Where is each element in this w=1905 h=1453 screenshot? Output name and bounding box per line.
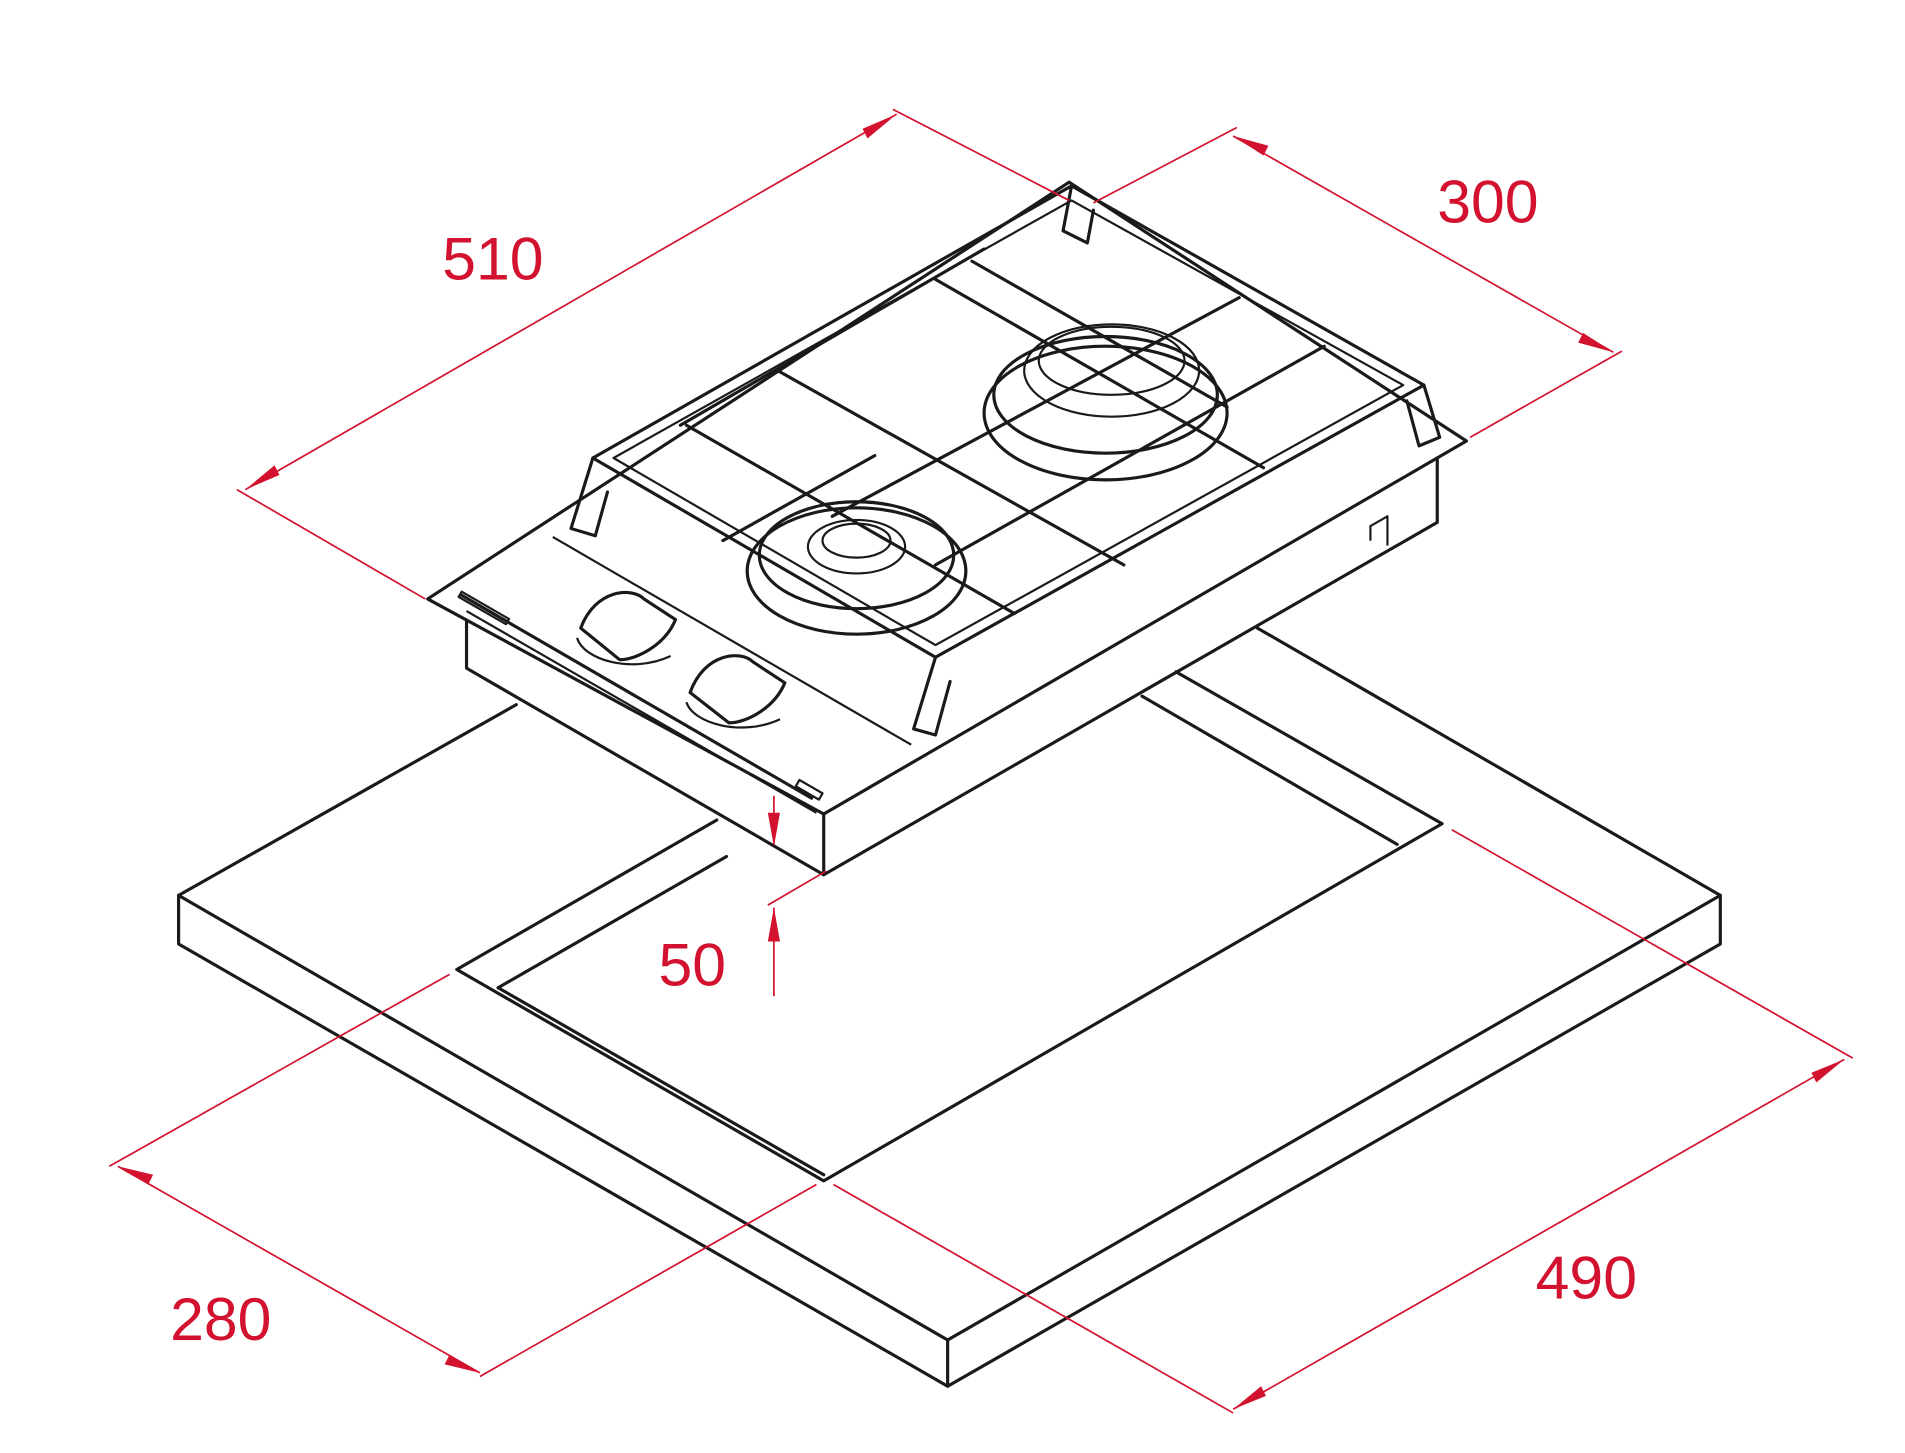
dimension-label-50: 50	[658, 930, 726, 998]
dimension-hob-width: 300	[1093, 126, 1623, 439]
dimension-label-280: 280	[170, 1285, 271, 1353]
control-knob-1	[576, 590, 678, 666]
burner-large	[982, 323, 1229, 482]
dimension-label-300: 300	[1437, 167, 1538, 235]
dimension-label-510: 510	[442, 224, 543, 292]
dimension-cutout-width: 280	[108, 973, 817, 1378]
countertop-cutout	[455, 670, 1444, 1183]
pan-support-grate	[569, 184, 1442, 737]
dimension-hob-height: 50	[658, 795, 827, 998]
dimension-label-490: 490	[1536, 1244, 1637, 1312]
dimension-hob-depth: 510	[236, 108, 1070, 600]
dimension-cutout-depth: 490	[833, 829, 1854, 1414]
control-knob-2	[685, 654, 787, 729]
countertop	[177, 626, 1722, 1388]
